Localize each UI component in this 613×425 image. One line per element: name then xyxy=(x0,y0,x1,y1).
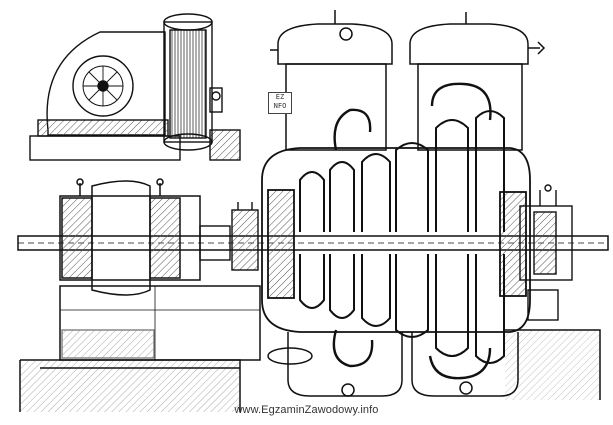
reference-stamp: EZ NFO xyxy=(268,92,292,114)
exhaust-casing xyxy=(267,332,519,397)
source-caption: www.EgzaminZawodowy.info xyxy=(234,404,379,416)
stamp-line-1: EZ xyxy=(275,93,285,101)
stamp-line-2: NFO xyxy=(273,102,287,110)
fan-unit xyxy=(29,31,241,161)
steam-chest-right xyxy=(409,12,546,151)
rotor-stages-upper xyxy=(299,82,505,232)
foundation xyxy=(19,329,601,412)
heat-exchanger xyxy=(163,13,223,151)
bearing-housing xyxy=(59,178,201,296)
turbine-casing xyxy=(261,147,531,333)
steam-chest-left xyxy=(270,10,393,151)
end-bearing xyxy=(519,184,573,321)
coupling xyxy=(199,202,259,271)
pedestal xyxy=(59,285,261,361)
